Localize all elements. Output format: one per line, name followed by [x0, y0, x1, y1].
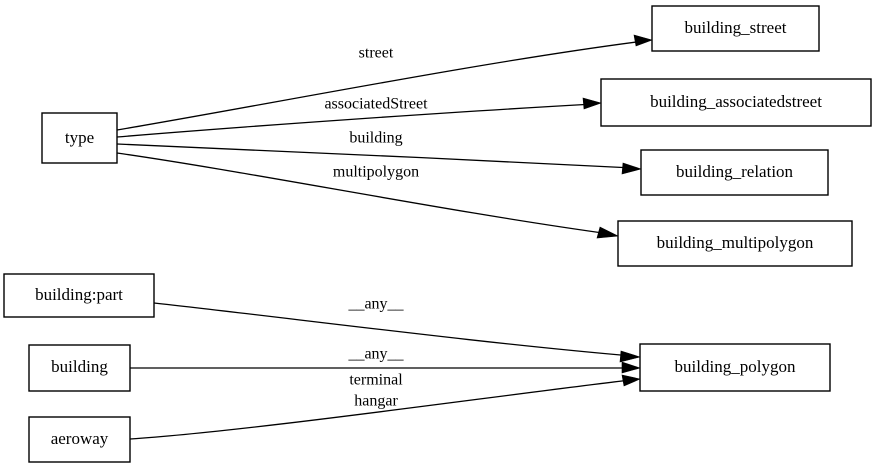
edge-type-building-street[interactable] — [116, 34, 653, 131]
edge-type-building-relation[interactable] — [116, 143, 643, 175]
edge-label-terminal: terminal — [349, 372, 403, 389]
arrowhead-icon — [621, 162, 643, 175]
edge-line — [116, 143, 634, 169]
node-label: building:part — [35, 285, 123, 304]
edge-label-multipolygon: multipolygon — [333, 164, 419, 181]
node-type[interactable]: type — [41, 112, 118, 164]
node-label: type — [65, 128, 94, 147]
edge-type-building-multipolygon[interactable] — [116, 152, 620, 239]
edge-label-associatedstreet: associatedStreet — [324, 96, 428, 113]
node-label: building — [51, 357, 108, 376]
node-label: building_street — [685, 18, 787, 37]
node-box — [28, 416, 131, 463]
node-label: building_polygon — [675, 357, 796, 376]
edge-label-any-building: __any__ — [347, 346, 404, 363]
node-box — [3, 273, 155, 318]
node-box — [617, 220, 853, 267]
edge-label-building: building — [349, 130, 402, 147]
node-building-polygon[interactable]: building_polygon — [639, 343, 831, 392]
node-box — [639, 343, 831, 392]
edge-building-building-polygon[interactable] — [130, 361, 642, 374]
arrowhead-icon — [621, 374, 641, 387]
node-building-street[interactable]: building_street — [651, 5, 820, 52]
edge-line — [153, 302, 633, 357]
edge-labels-layer: street associatedStreet building multipo… — [324, 45, 428, 410]
node-box — [651, 5, 820, 52]
node-label: building_relation — [676, 162, 794, 181]
node-building-multipolygon[interactable]: building_multipolygon — [617, 220, 853, 267]
node-box — [640, 149, 829, 196]
edge-label-hangar: hangar — [354, 393, 398, 410]
edge-type-building-associatedstreet[interactable] — [116, 97, 602, 138]
arrowhead-icon — [633, 34, 653, 47]
arrowhead-icon — [619, 350, 642, 363]
node-box — [41, 112, 118, 164]
arrowhead-icon — [596, 226, 620, 239]
nodes-layer: type building_street building_associated… — [3, 5, 872, 463]
node-box — [28, 344, 131, 392]
edge-line — [116, 40, 645, 131]
edge-line — [116, 103, 595, 138]
edge-line — [129, 379, 631, 440]
arrowhead-icon — [582, 97, 602, 110]
node-building-associatedstreet[interactable]: building_associatedstreet — [600, 78, 872, 127]
node-label: building_associatedstreet — [650, 92, 822, 111]
node-label: building_multipolygon — [657, 233, 814, 252]
edge-aeroway-building-polygon[interactable] — [129, 374, 641, 440]
edges-layer — [116, 34, 653, 440]
edge-buildingpart-building-polygon[interactable] — [153, 302, 642, 363]
node-aeroway[interactable]: aeroway — [28, 416, 131, 463]
node-building-part[interactable]: building:part — [3, 273, 155, 318]
edge-label-street: street — [359, 45, 394, 62]
arrowhead-icon — [621, 361, 642, 374]
node-label: aeroway — [51, 429, 109, 448]
edge-label-any-buildingpart: __any__ — [347, 296, 404, 313]
node-building-relation[interactable]: building_relation — [640, 149, 829, 196]
edge-line — [116, 152, 611, 235]
node-building[interactable]: building — [28, 344, 131, 392]
node-box — [600, 78, 872, 127]
